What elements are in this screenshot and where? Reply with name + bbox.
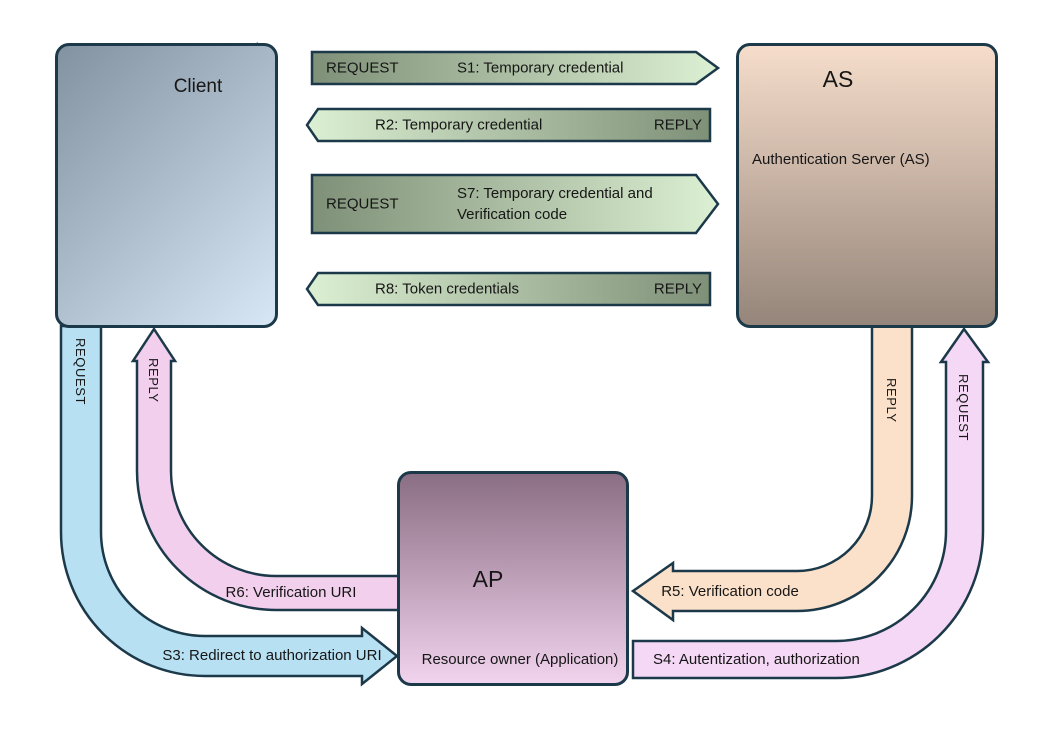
as-node-label: AS — [822, 66, 854, 92]
flow-s4-label: S4: Autentization, authorization — [653, 651, 860, 668]
message-arrow-s1: REQUEST S1: Temporary credential — [312, 52, 718, 84]
flow-r6-tag: REPLY — [146, 358, 161, 403]
message-arrow-label: R8: Token credentials — [375, 280, 519, 298]
message-arrow-s7: REQUEST S7: Temporary credential and Ver… — [312, 175, 718, 233]
message-arrow-s7-shape — [310, 173, 720, 235]
message-arrow-label: S7: Temporary credential and Verificatio… — [457, 185, 653, 223]
flow-arrow-s3-request — [59, 324, 400, 687]
message-arrow-s1-shape — [310, 50, 721, 86]
message-arrow-r8: R8: Token credentials REPLY — [307, 273, 710, 305]
message-arrow-tag: REPLY — [653, 116, 702, 134]
message-arrow-tag: REPLY — [653, 280, 702, 298]
message-arrow-label: R2: Temporary credential — [375, 116, 543, 134]
flow-arrow-r5-reply — [630, 324, 914, 623]
ap-node-label: AP — [472, 566, 504, 592]
flow-arrow-r6-reply — [130, 326, 401, 612]
flow-arrow-s4-request — [631, 326, 991, 680]
message-arrow-r8-shape — [305, 271, 712, 307]
flow-s4-tag: REQUEST — [956, 374, 971, 442]
as-node-caption: Authentication Server (AS) — [752, 151, 930, 168]
flow-r5-label: R5: Verification code — [661, 583, 799, 600]
message-arrow-label: S1: Temporary credential — [457, 59, 624, 77]
flow-r5-tag: REPLY — [884, 378, 899, 423]
message-arrow-r2: R2: Temporary credential REPLY — [307, 109, 710, 141]
ap-node-caption: Resource owner (Application) — [421, 651, 619, 668]
client-node-label: Client — [173, 76, 223, 97]
flow-s3-tag: REQUEST — [73, 338, 88, 406]
flow-r6-label: R6: Verification URI — [225, 584, 357, 601]
message-arrow-r2-shape — [305, 107, 712, 143]
flow-s3-label: S3: Redirect to authorization URI — [162, 647, 382, 664]
message-arrow-tag: REQUEST — [326, 59, 399, 77]
message-arrow-tag: REQUEST — [326, 195, 399, 213]
